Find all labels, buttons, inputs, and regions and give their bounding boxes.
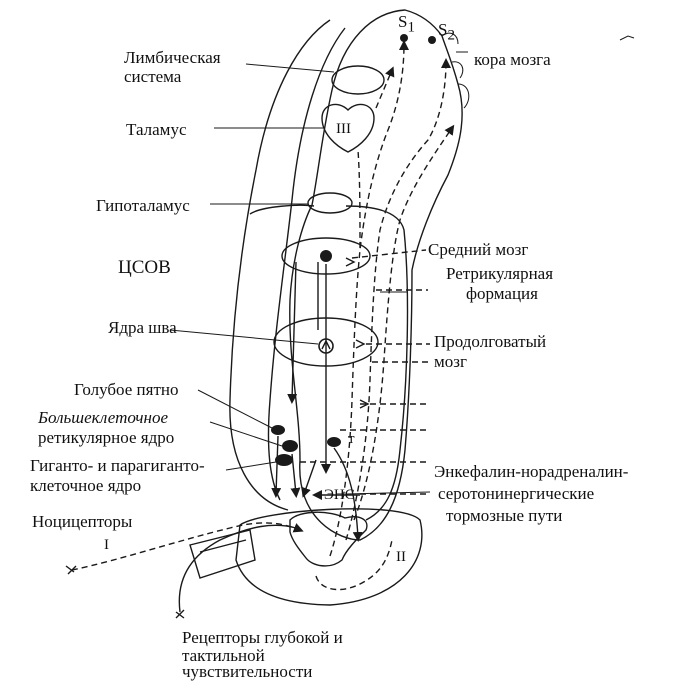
- dash-marker-1: [356, 340, 364, 348]
- limbic-label-line2: система: [124, 67, 181, 86]
- locus-coeruleus-dot: [271, 425, 285, 435]
- dashed-thalamus-link: [358, 70, 392, 248]
- nociceptors-label: Ноцицепторы: [32, 512, 132, 531]
- s2-node: [428, 36, 436, 44]
- magnocellular-dot: [282, 440, 298, 452]
- descending-arrow-2: [292, 454, 296, 494]
- hypothalamus-label: Гипоталамус: [96, 196, 190, 215]
- magnocell-label-line2: ретикулярное ядро: [38, 428, 174, 447]
- leader-raphe: [170, 330, 318, 344]
- deep-label-line3: чувствительности: [182, 662, 312, 681]
- deep-label-line1: Рецепторы глубокой и: [182, 628, 343, 647]
- leader-limbic: [246, 64, 334, 72]
- descending-arrow-3: [304, 460, 316, 494]
- giganto-label-line1: Гиганто- и парагиганто-: [30, 456, 205, 475]
- giganto-label-line2: клеточное ядро: [30, 476, 141, 495]
- leader-enk: [346, 492, 430, 494]
- medulla-label-line2: мозг: [434, 352, 467, 371]
- thalamus-number: III: [336, 120, 351, 139]
- spinal-outer: [236, 509, 422, 605]
- s1-label: S1: [398, 12, 415, 37]
- medulla-label-line1: Продолговатый: [434, 332, 546, 351]
- thalamus-label: Таламус: [126, 120, 187, 139]
- path-ii-loop: [316, 540, 392, 590]
- path-one-label: I: [104, 536, 109, 555]
- corner-mark: [620, 36, 634, 40]
- limbic-label-line1: Лимбическая: [124, 48, 221, 67]
- limbic-shape: [332, 66, 384, 94]
- raphe-label: Ядра шва: [108, 318, 177, 337]
- s2-label: S2: [438, 20, 455, 45]
- hypothalamus-shape: [308, 193, 352, 213]
- magnocell-label-line1: Большеклеточное: [38, 408, 168, 427]
- midbrain-nucleus: [320, 250, 332, 262]
- enk-label-line1: Энкефалин-норадреналин-: [434, 462, 628, 481]
- midbrain-label: Средний мозг: [428, 240, 528, 259]
- reticular-label-line1: Ретрикулярная: [446, 264, 553, 283]
- leader-giganto: [226, 462, 276, 470]
- dash-marker-3: [346, 258, 354, 266]
- enk-label-line3: тормозные пути: [446, 506, 562, 525]
- dashed-ascending-2: [346, 62, 446, 540]
- leader-locus: [198, 390, 272, 428]
- csov-label: ЦСОВ: [118, 258, 171, 277]
- enk-label-line2: серотонинергические: [438, 484, 594, 503]
- reticular-label-line2: формация: [466, 284, 538, 303]
- ens-label: ЭНС: [324, 486, 355, 505]
- locus-label: Голубое пятно: [74, 380, 178, 399]
- path-two-label: II: [396, 548, 406, 567]
- leader-magnocell: [210, 422, 282, 446]
- t-mark-label: т: [348, 430, 355, 449]
- cortex-label: кора мозга: [474, 50, 551, 69]
- outer-ascending-path: [230, 20, 330, 510]
- giganto-dot-2: [327, 437, 341, 447]
